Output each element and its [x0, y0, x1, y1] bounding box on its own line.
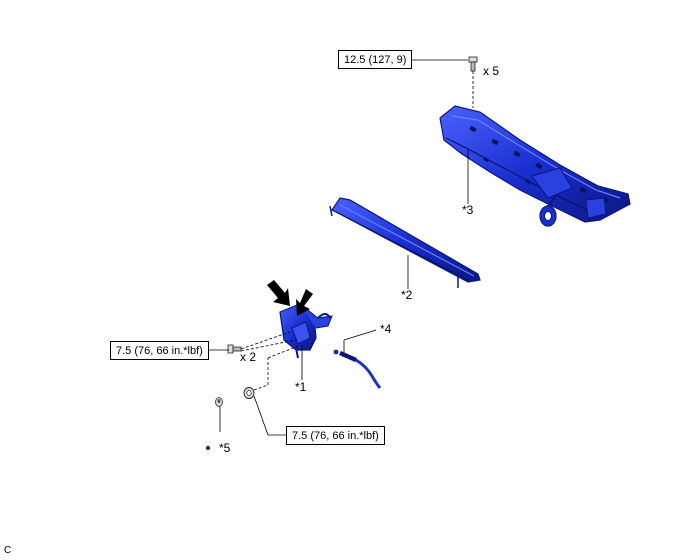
figure-code: C — [4, 545, 12, 556]
bolt-left-icon — [227, 344, 242, 354]
install-lines — [240, 71, 474, 391]
callout-part-2: *2 — [401, 288, 413, 302]
callout-part-1: *1 — [295, 380, 307, 394]
bolt-top-icon — [468, 56, 478, 72]
indicator-arrow-icon — [296, 289, 313, 316]
indicator-arrow-icon — [267, 280, 290, 306]
torque-spec-top: 12.5 (127, 9) — [338, 50, 413, 69]
callout-part-3: *3 — [462, 203, 474, 217]
cross-member-bracket — [439, 105, 631, 227]
cable — [333, 349, 382, 389]
leader-lines — [205, 59, 469, 436]
torque-spec-left: 7.5 (76, 66 in.*lbf) — [110, 341, 209, 360]
callout-part-4: *4 — [380, 322, 392, 336]
indicator-arrows — [267, 280, 313, 316]
ball — [205, 445, 211, 451]
callout-part-5: *5 — [219, 441, 231, 455]
rail — [329, 197, 481, 288]
quantity-left: x 2 — [240, 350, 257, 364]
torque-spec-bottom: 7.5 (76, 66 in.*lbf) — [286, 426, 385, 445]
clip — [215, 397, 223, 407]
quantity-top: x 5 — [483, 64, 500, 78]
actuator-assembly — [279, 303, 333, 359]
nut-bottom-icon — [243, 387, 255, 399]
